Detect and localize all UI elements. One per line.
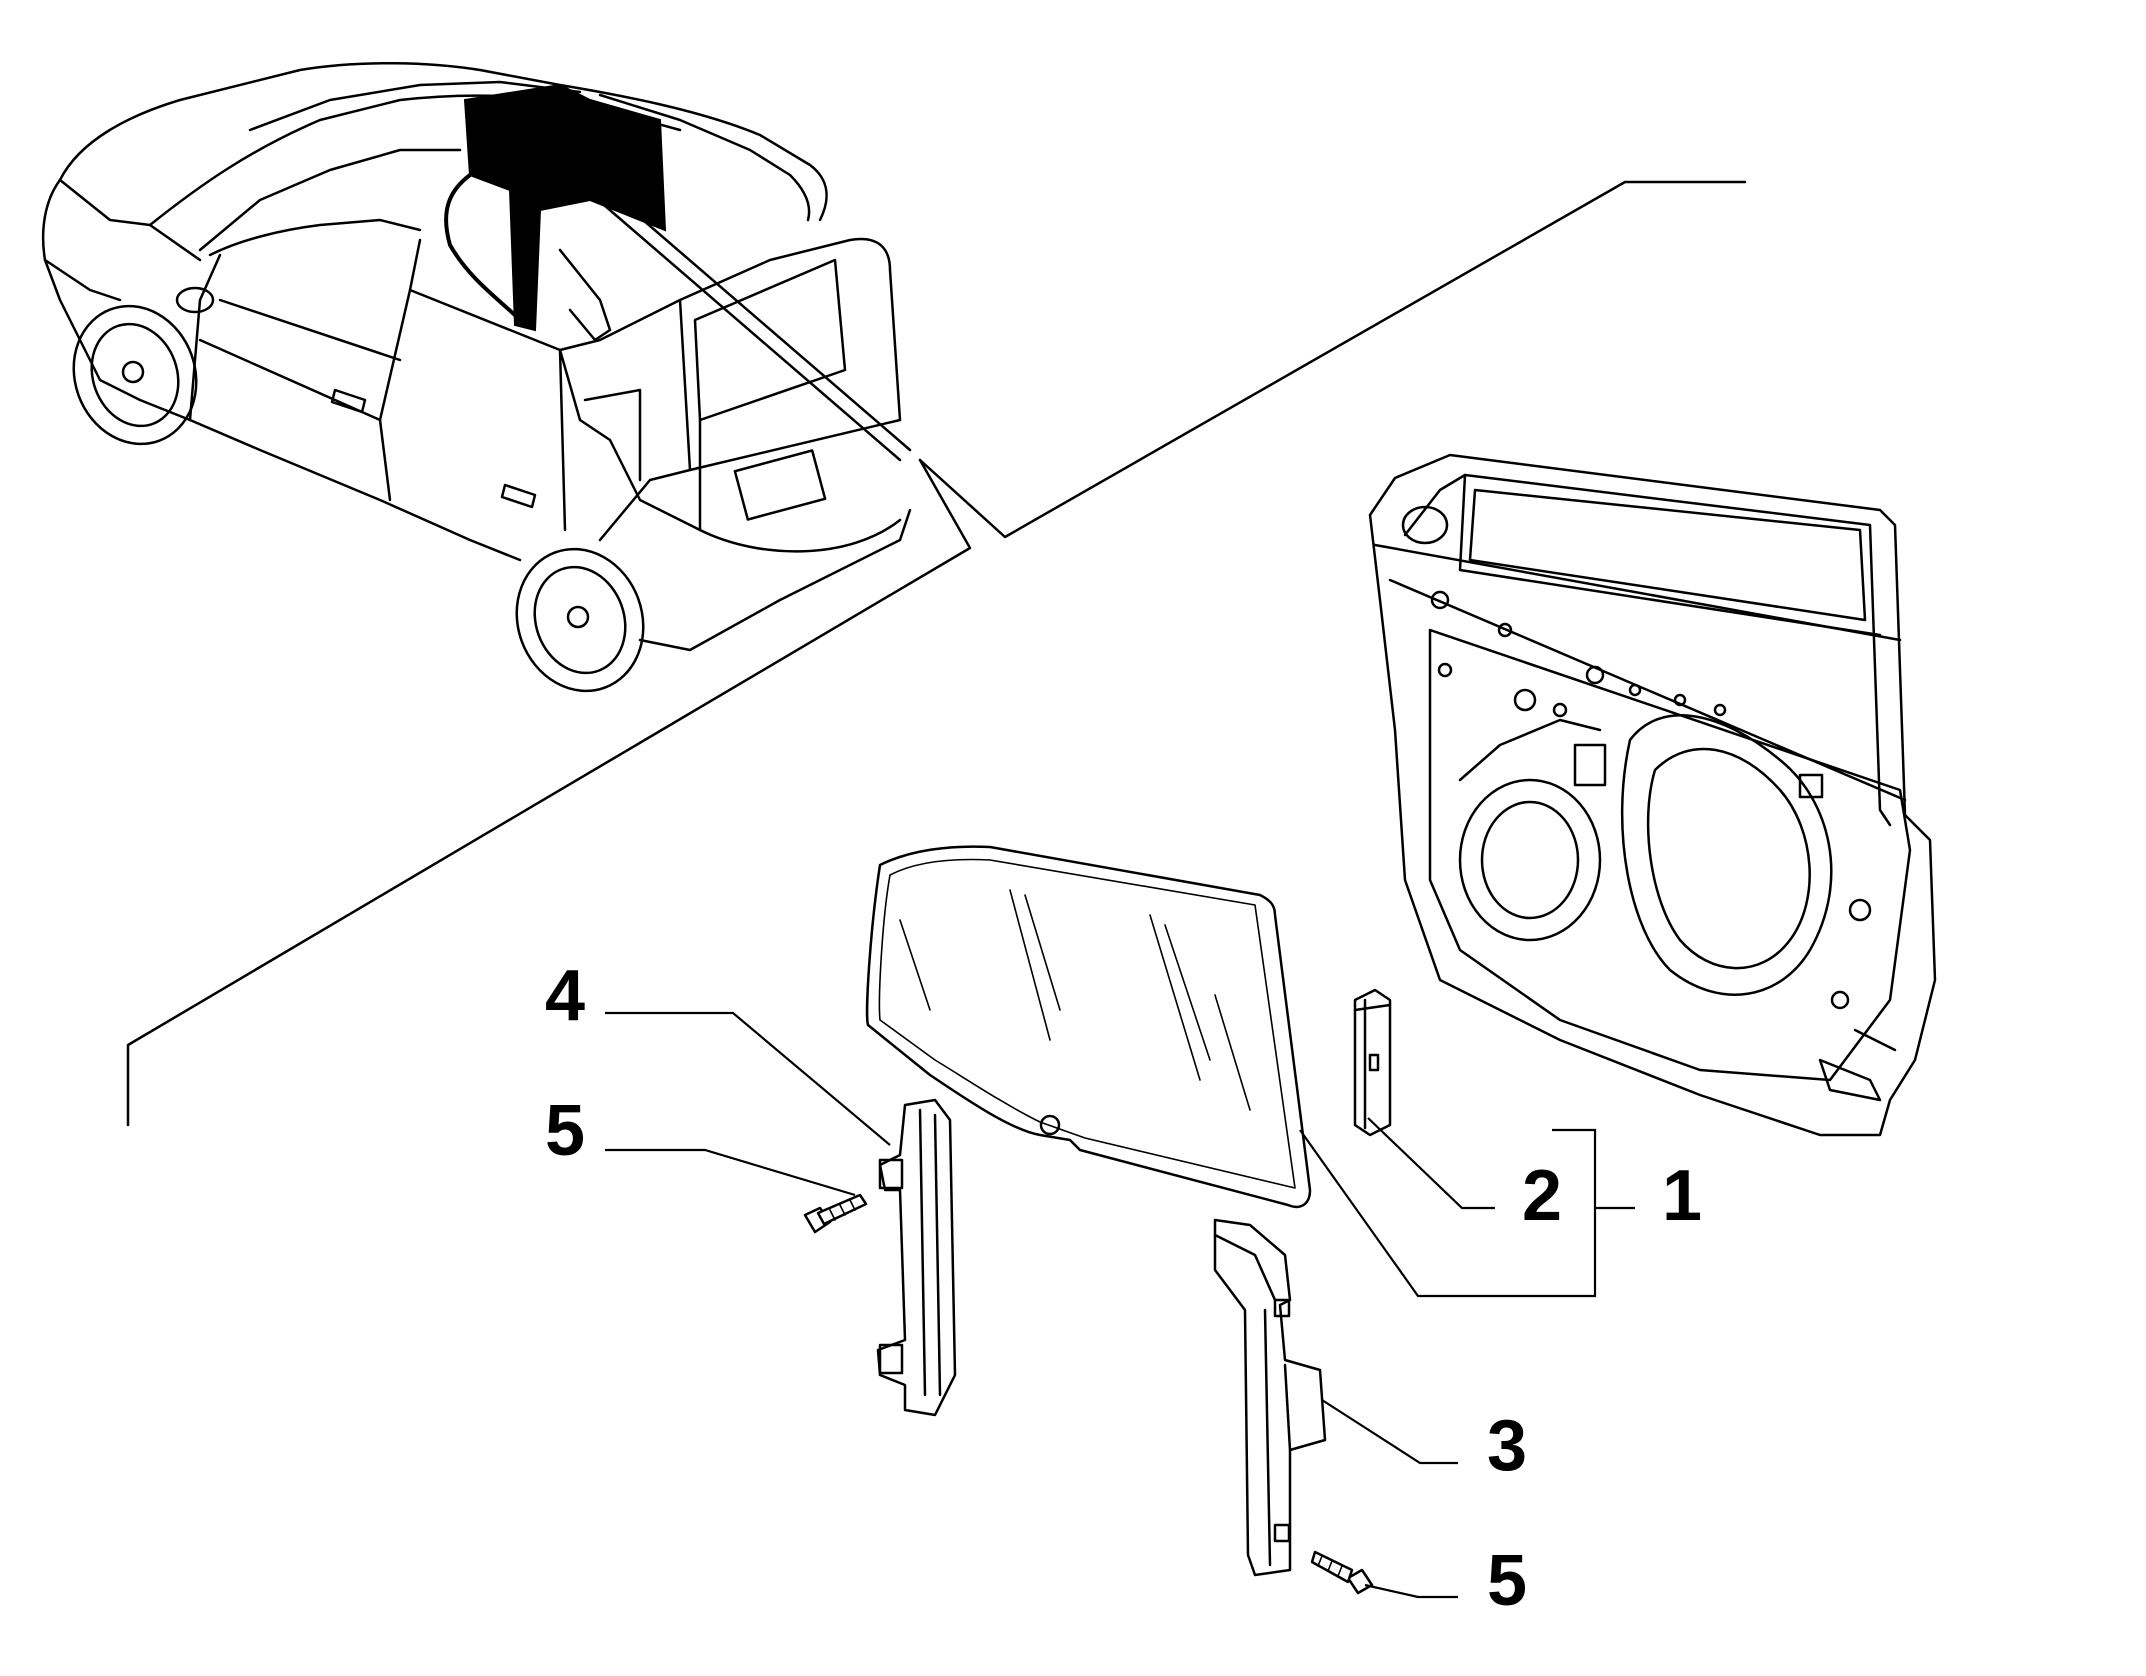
- glass-guide-rail-icon: [876, 1098, 957, 1417]
- window-glass-icon: [865, 845, 1312, 1209]
- callout-4: 4: [545, 956, 585, 1036]
- front-wheel-icon: [72, 304, 198, 446]
- callout-2: 2: [1522, 1156, 1562, 1236]
- car-overview-icon: [41, 62, 912, 693]
- callout-5-upper: 5: [545, 1091, 585, 1171]
- door-frame-icon: [1368, 453, 1937, 1137]
- rear-wheel-icon: [515, 547, 645, 693]
- highlighted-window-icon: [463, 83, 667, 332]
- callout-1: 1: [1662, 1156, 1702, 1236]
- screw-icon: [1310, 1550, 1374, 1595]
- framing-lines: [126, 180, 1747, 1127]
- callout-3: 3: [1487, 1406, 1527, 1486]
- glass-channel-icon: [1353, 988, 1392, 1137]
- screw-icon: [803, 1193, 868, 1234]
- window-regulator-icon: [1213, 1218, 1327, 1577]
- leader-lines: [605, 1011, 1635, 1599]
- callout-5-lower: 5: [1487, 1541, 1527, 1621]
